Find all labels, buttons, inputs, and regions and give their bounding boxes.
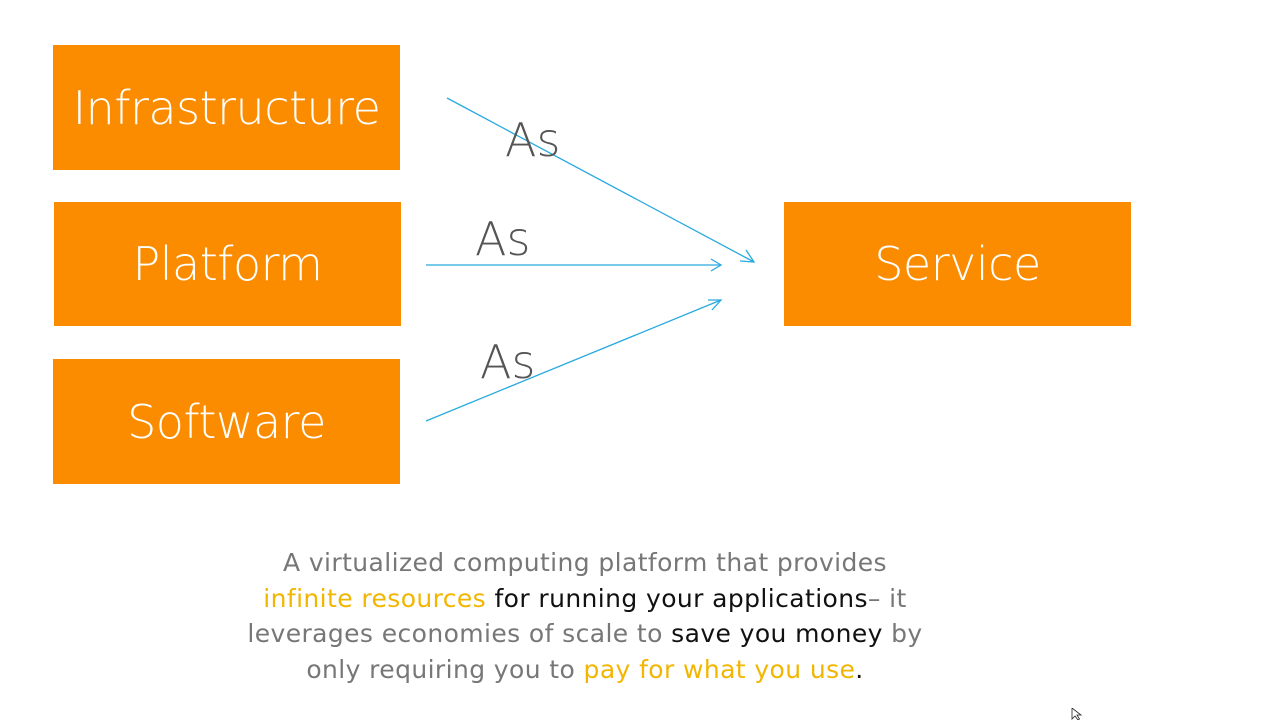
as-label-software: As [480, 335, 536, 389]
infrastructure-label: Infrastructure [72, 80, 381, 135]
caption-segment: only requiring you to [306, 654, 584, 684]
caption-segment-period: . [855, 654, 864, 684]
mouse-pointer-icon [1071, 708, 1083, 720]
description-caption: A virtualized computing platform that pr… [170, 545, 1000, 687]
as-label-platform: As [475, 212, 531, 266]
software-box: Software [53, 359, 400, 484]
caption-segment: – it [867, 583, 907, 613]
arrow-software-to-service [425, 299, 722, 422]
arrowhead-infrastructure [739, 249, 756, 263]
software-label: Software [127, 394, 326, 449]
infrastructure-box: Infrastructure [53, 45, 400, 170]
platform-box: Platform [54, 202, 401, 326]
arrowhead-platform [710, 258, 723, 272]
caption-highlight-pay-for-use: pay for what you use [583, 654, 856, 684]
caption-emphasis-running-apps: for running your applications [486, 583, 868, 613]
caption-emphasis-save-money: save you money [671, 619, 883, 648]
caption-segment: A virtualized computing platform that pr… [283, 548, 887, 577]
caption-segment: by [882, 619, 923, 648]
service-label: Service [874, 237, 1041, 291]
service-box: Service [784, 202, 1131, 326]
caption-highlight-infinite-resources: infinite resources [263, 583, 487, 613]
platform-label: Platform [132, 237, 324, 291]
arrowhead-software [708, 299, 723, 311]
caption-segment: leverages economies of scale to [247, 619, 672, 648]
as-label-infrastructure: As [505, 113, 561, 167]
